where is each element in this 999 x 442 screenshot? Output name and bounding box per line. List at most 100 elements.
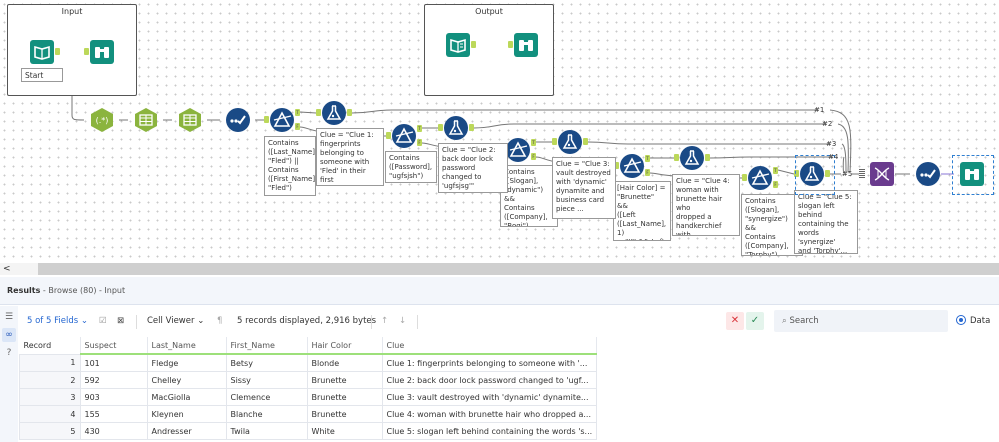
output-anchor[interactable] [471, 41, 476, 48]
table-cell[interactable]: Brunette [306, 388, 383, 406]
output-anchor[interactable] [825, 170, 830, 177]
column-header[interactable]: Last_Name [147, 337, 227, 355]
column-header[interactable]: Hair Color [307, 337, 383, 355]
input-anchor[interactable] [316, 109, 321, 116]
table-cell[interactable]: Clue 1: fingerprints belonging to someon… [381, 353, 598, 372]
help-icon[interactable]: ? [6, 348, 12, 358]
union-anchor[interactable] [859, 169, 865, 178]
input-data-tool[interactable] [30, 40, 54, 64]
table-cell[interactable]: White [306, 422, 383, 440]
false-anchor[interactable]: F [417, 139, 422, 146]
table-cell[interactable]: Twila [225, 422, 308, 440]
table-cell[interactable]: Clue 4: woman with brunette hair who dro… [381, 405, 598, 423]
horizontal-scrollbar[interactable]: < [0, 263, 999, 275]
false-anchor[interactable]: F [295, 123, 300, 130]
true-anchor[interactable]: T [773, 167, 778, 174]
search-input[interactable]: ⌕ Search [774, 310, 948, 332]
reject-button[interactable]: ✕ [726, 312, 744, 330]
deselect-icon[interactable]: ⊠ [117, 316, 125, 326]
table-cell[interactable]: Chelley [146, 371, 227, 389]
false-anchor[interactable]: F [645, 169, 650, 176]
binoculars-icon[interactable]: ∞ [2, 328, 16, 342]
table-cell[interactable]: 592 [79, 371, 148, 389]
output-anchor[interactable] [705, 154, 710, 161]
table-cell[interactable]: Brunette [306, 405, 383, 423]
input-anchor[interactable] [674, 154, 679, 161]
table-cell[interactable]: Clue 5: slogan left behind containing th… [381, 422, 598, 440]
table-cell[interactable]: Fledge [146, 353, 227, 372]
browse-tool-output[interactable] [514, 33, 538, 57]
table-cell[interactable]: Andresser [146, 422, 227, 440]
table-cell[interactable]: 2 [19, 371, 81, 389]
table-cell[interactable]: Clue 3: vault destroyed with 'dynamic' d… [381, 388, 598, 406]
fields-dropdown[interactable]: 5 of 5 Fields ⌄ [27, 306, 88, 336]
formula-tool[interactable] [800, 162, 824, 186]
checkbox-icon[interactable]: ☑ [99, 316, 107, 326]
table-cell[interactable]: 5 [19, 422, 81, 440]
output-anchor[interactable] [583, 138, 588, 145]
formula-tool[interactable] [322, 101, 346, 125]
table-cell[interactable]: 430 [79, 422, 148, 440]
column-header[interactable]: Record [19, 337, 81, 354]
text-to-columns-tool[interactable] [134, 108, 158, 132]
accept-button[interactable]: ✓ [746, 312, 764, 330]
table-cell[interactable]: Blanche [225, 405, 308, 423]
true-anchor[interactable]: T [417, 125, 422, 132]
output-data-tool[interactable] [446, 33, 470, 57]
input-container[interactable]: Input [7, 4, 137, 96]
list-icon[interactable]: ☰ [4, 312, 14, 322]
column-header[interactable]: Suspect [80, 337, 148, 355]
column-header[interactable]: Clue [382, 337, 598, 355]
table-cell[interactable]: MacGiolla [146, 388, 227, 406]
input-anchor[interactable] [614, 162, 619, 169]
table-cell[interactable]: 101 [79, 353, 148, 372]
table-cell[interactable]: Betsy [225, 353, 308, 372]
browse-tool-final[interactable] [960, 162, 984, 186]
scroll-left-button[interactable]: < [0, 263, 38, 275]
text-to-columns-tool-2[interactable] [178, 108, 202, 132]
pilcrow-icon[interactable]: ¶ [217, 316, 223, 326]
true-anchor[interactable]: T [295, 109, 300, 116]
table-cell[interactable]: Blonde [306, 353, 383, 372]
data-radio[interactable] [956, 315, 966, 325]
true-anchor[interactable]: T [531, 139, 536, 146]
formula-tool[interactable] [558, 130, 582, 154]
transpose-tool[interactable] [870, 162, 894, 186]
table-cell[interactable]: 155 [79, 405, 148, 423]
output-anchor[interactable] [469, 124, 474, 131]
regex-tool[interactable]: (.*) [90, 108, 114, 132]
browse-tool[interactable] [90, 40, 114, 64]
false-anchor[interactable]: F [531, 153, 536, 160]
arrow-up-icon[interactable]: ↑ [381, 316, 389, 326]
filter-tool[interactable] [748, 166, 772, 190]
filter-tool[interactable] [270, 108, 294, 132]
table-cell[interactable]: 3 [19, 388, 81, 406]
workflow-canvas[interactable]: Input Output Start Here (.*) TFContains … [0, 0, 999, 262]
table-cell[interactable]: 4 [19, 405, 81, 423]
input-anchor[interactable] [508, 41, 513, 48]
table-cell[interactable]: Clemence [225, 388, 308, 406]
input-anchor[interactable] [386, 132, 391, 139]
cell-viewer-dropdown[interactable]: Cell Viewer ⌄ [147, 306, 204, 336]
table-cell[interactable]: Kleynen [146, 405, 227, 423]
true-anchor[interactable]: T [645, 155, 650, 162]
formula-tool[interactable] [680, 146, 704, 170]
input-anchor[interactable] [552, 138, 557, 145]
table-cell[interactable]: 903 [79, 388, 148, 406]
input-anchor[interactable] [264, 116, 269, 123]
input-anchor[interactable] [794, 170, 799, 177]
filter-tool[interactable] [392, 124, 416, 148]
arrow-down-icon[interactable]: ↓ [399, 316, 407, 326]
false-anchor[interactable]: F [773, 181, 778, 188]
select-tool-2[interactable] [916, 162, 940, 186]
table-cell[interactable]: Sissy [225, 371, 308, 389]
input-anchor[interactable] [742, 174, 747, 181]
select-tool[interactable] [226, 108, 250, 132]
filter-tool[interactable] [620, 154, 644, 178]
table-cell[interactable]: Brunette [306, 371, 383, 389]
